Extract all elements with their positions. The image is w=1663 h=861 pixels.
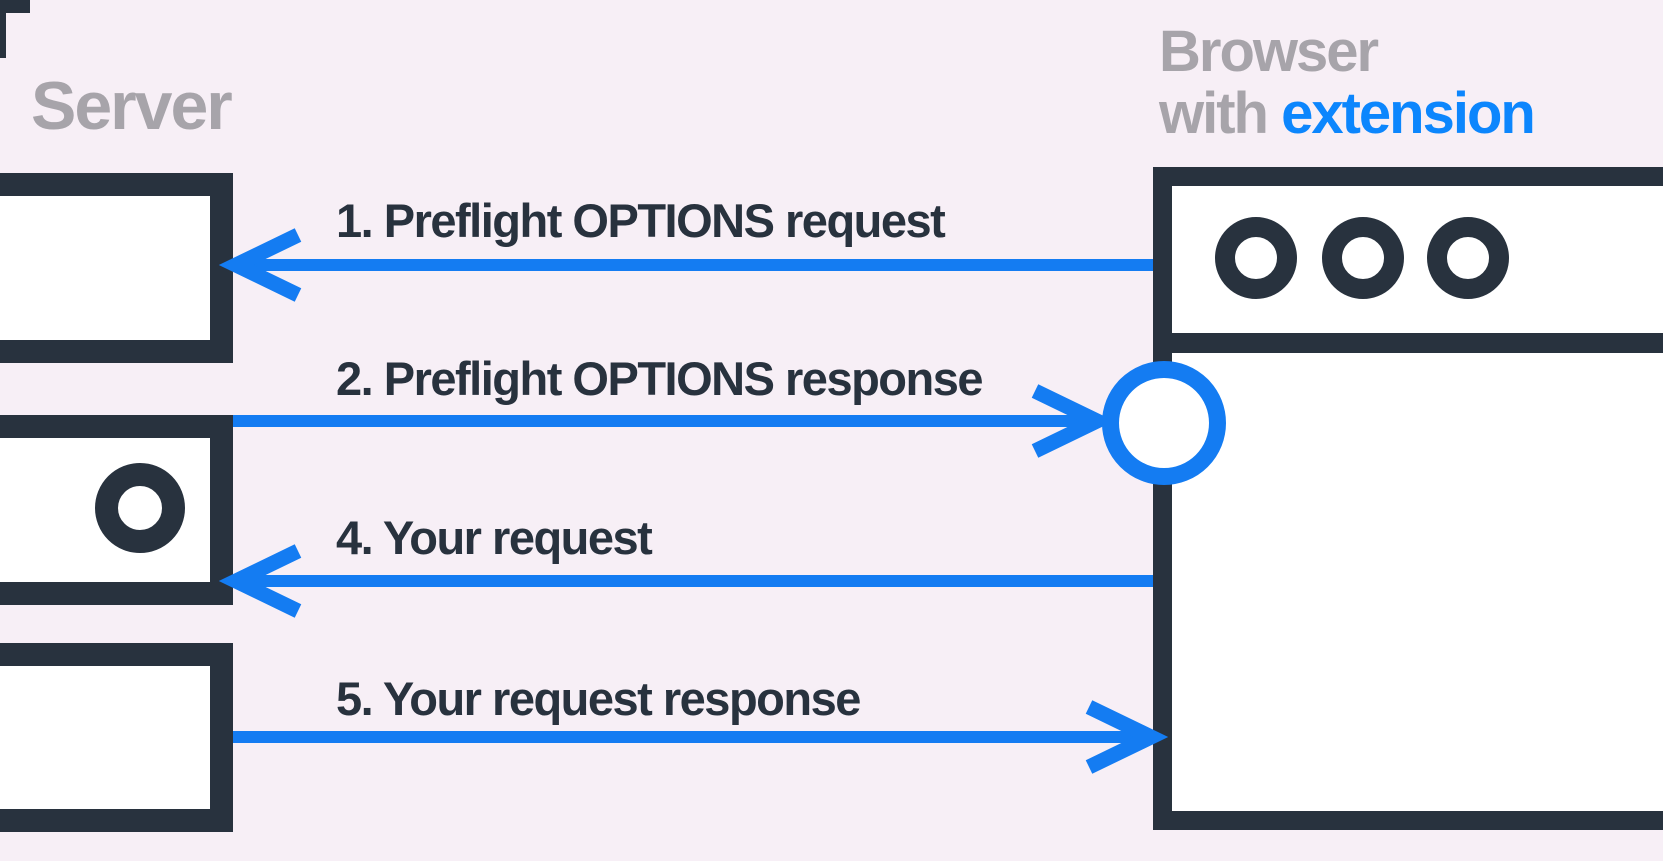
server-rack-unit-1 <box>0 173 233 363</box>
flow-label-your-request-response: 5. Your request response <box>336 672 861 725</box>
browser-heading-line2-prefix: with <box>1159 81 1282 146</box>
flow-label-preflight-request: 1. Preflight OPTIONS request <box>336 194 946 247</box>
toolbar-circle-icon <box>1322 217 1404 299</box>
browser-window <box>1153 167 1663 830</box>
server-rack-unit-3 <box>0 643 233 832</box>
browser-heading-extension: extension <box>1281 81 1536 146</box>
server-heading: Server <box>31 68 233 144</box>
server-indicator-circle-icon <box>95 463 185 553</box>
flow-label-your-request: 4. Your request <box>336 511 653 564</box>
cutoff-box-fragment <box>0 0 6 58</box>
browser-heading: Browser with extension <box>1159 19 1536 146</box>
browser-viewport <box>1172 353 1663 792</box>
extension-indicator-circle-icon <box>1102 361 1226 485</box>
cutoff-box-fragment <box>0 0 30 13</box>
flow-label-preflight-response: 2. Preflight OPTIONS response <box>336 352 984 405</box>
toolbar-circle-icon <box>1215 217 1297 299</box>
browser-heading-line1: Browser <box>1159 19 1379 84</box>
toolbar-circle-icon <box>1427 217 1509 299</box>
browser-toolbar <box>1172 186 1663 353</box>
